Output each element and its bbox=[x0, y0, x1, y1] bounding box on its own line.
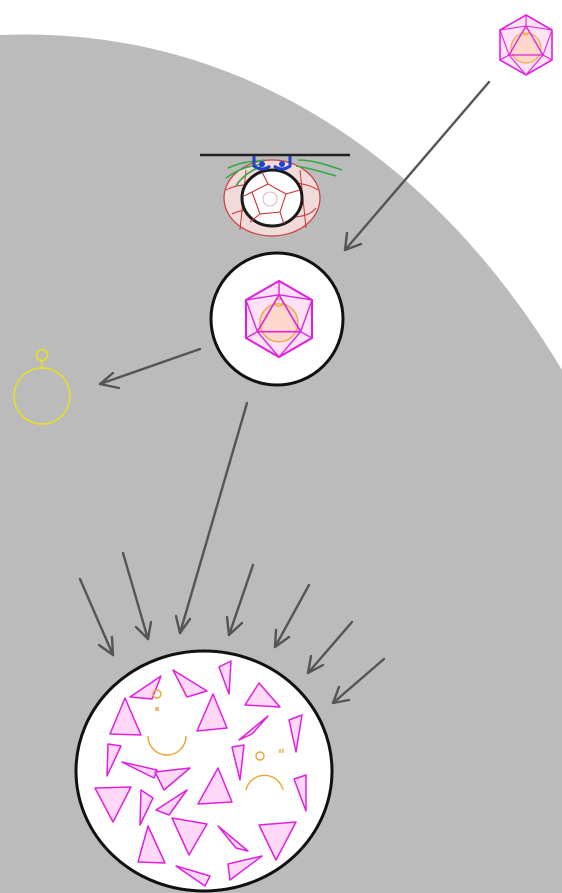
virus-particle-icon bbox=[500, 15, 552, 75]
lysosome-icon bbox=[76, 651, 332, 891]
endosome-icon bbox=[211, 253, 343, 385]
